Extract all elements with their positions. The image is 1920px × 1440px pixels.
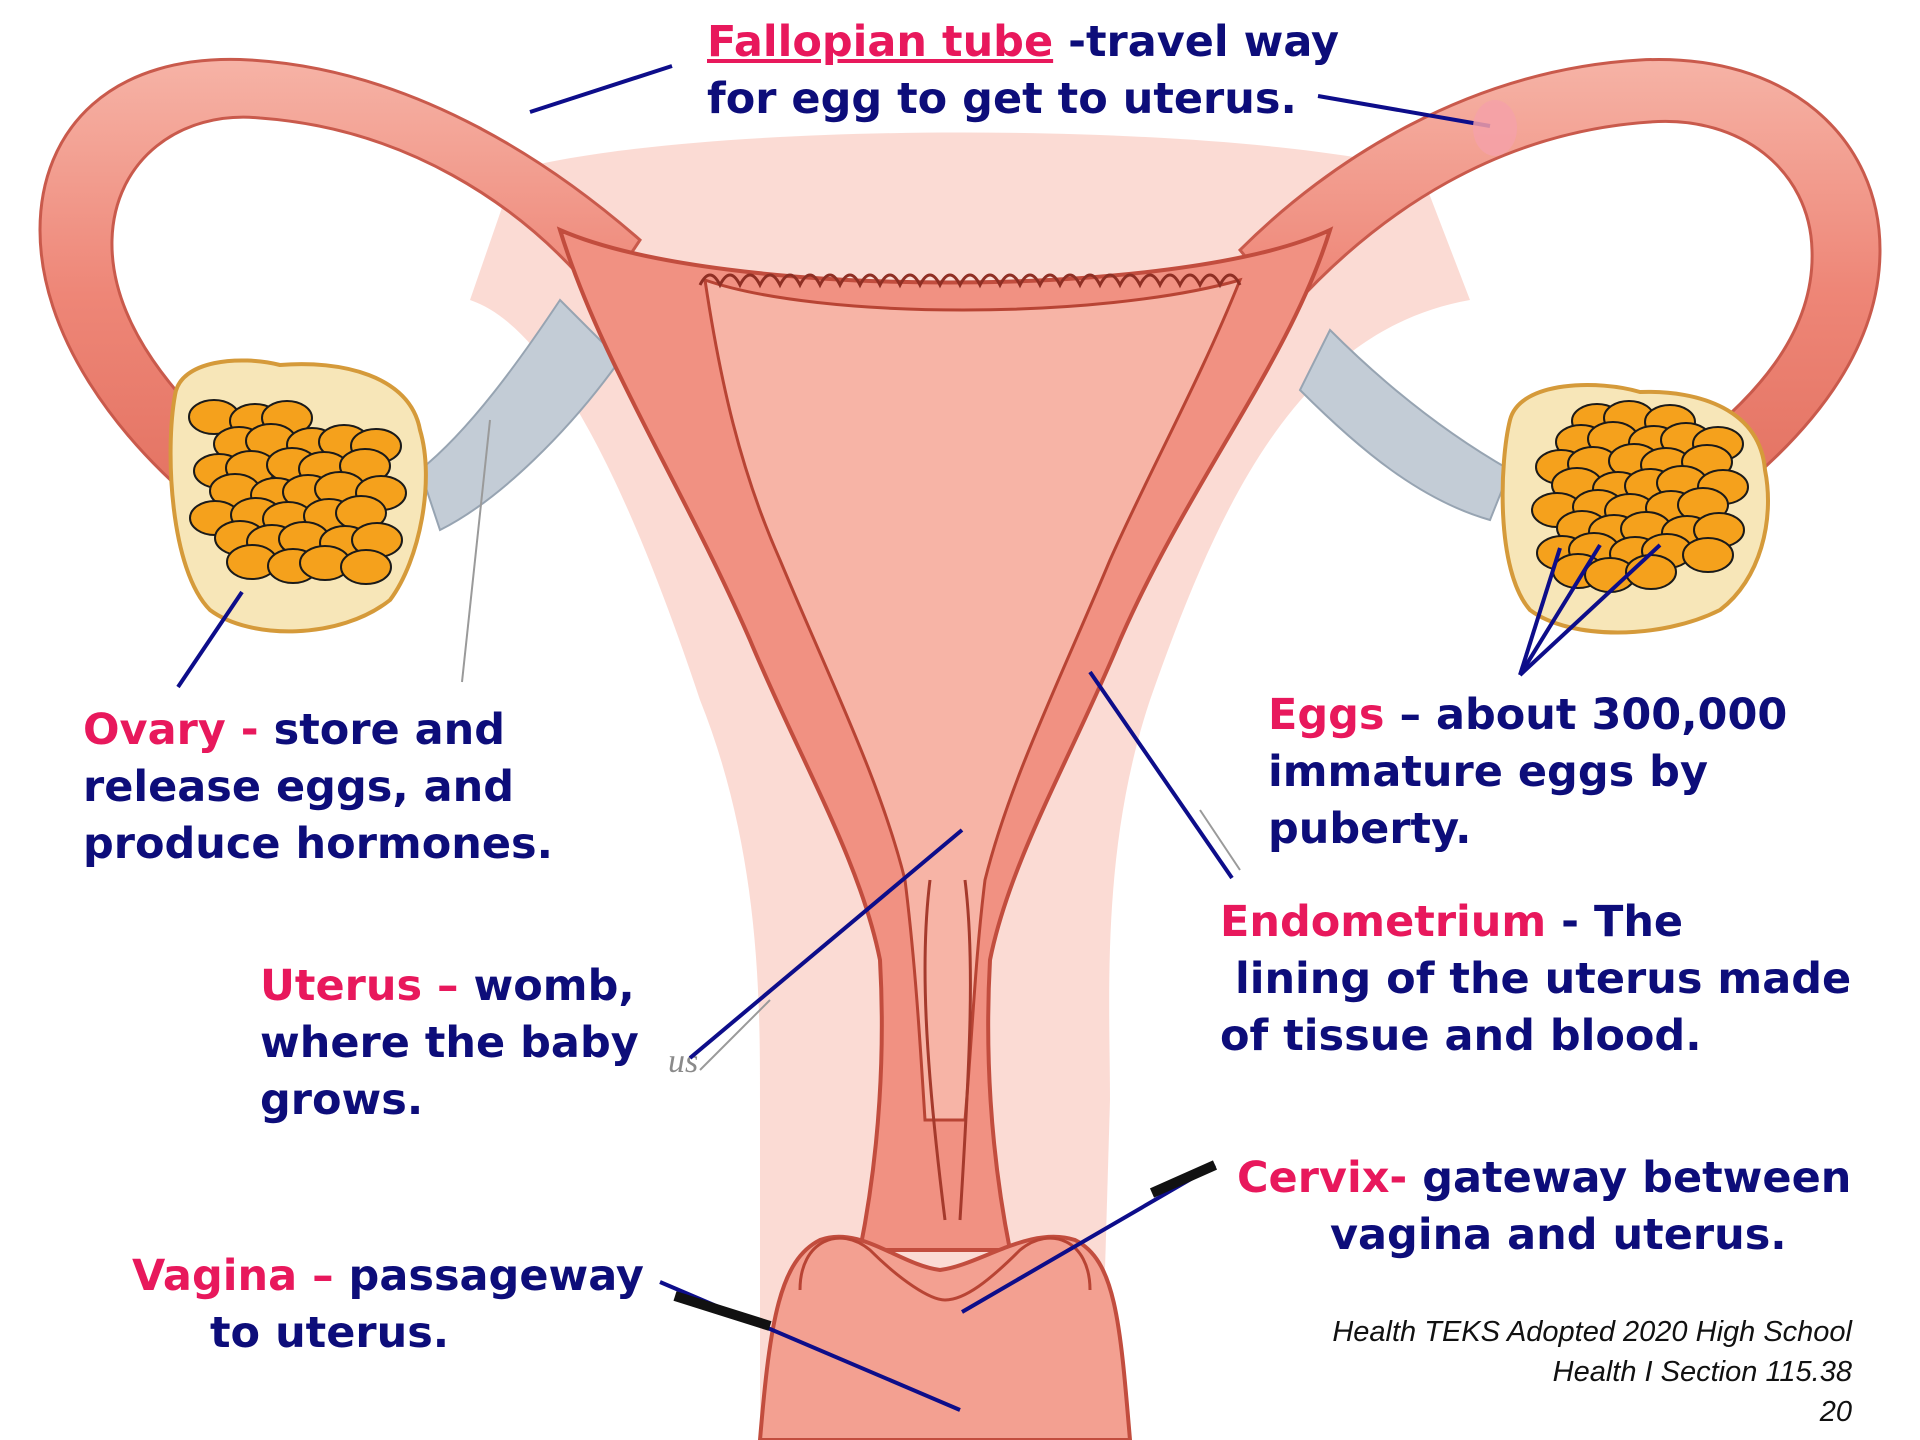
label-vagina: Vagina – passageway to uterus. bbox=[132, 1248, 644, 1362]
right-ovarian-ligament bbox=[1300, 330, 1510, 520]
uterus-desc-1: womb, bbox=[474, 961, 635, 1011]
uterus-desc-2: where the baby bbox=[260, 1015, 639, 1072]
uterus-term: Uterus – bbox=[260, 961, 474, 1011]
vagina-desc-1: passageway bbox=[349, 1251, 644, 1301]
uterus-desc-3: grows. bbox=[260, 1072, 639, 1129]
fallopian-tube-desc-1: -travel way bbox=[1053, 17, 1339, 67]
endometrium-desc-1: - The bbox=[1546, 897, 1683, 947]
eggs-desc-3: puberty. bbox=[1268, 801, 1787, 858]
vagina bbox=[760, 1237, 1130, 1440]
endometrium-desc-2: lining of the uterus made bbox=[1220, 951, 1851, 1008]
ovary-desc-1: store and bbox=[274, 705, 505, 755]
cervix-desc-1: gateway between bbox=[1422, 1153, 1851, 1203]
endometrium-term: Endometrium bbox=[1220, 897, 1546, 947]
eggs-desc-1: – about 300,000 bbox=[1385, 690, 1788, 740]
eggs-desc-2: immature eggs by bbox=[1268, 744, 1787, 801]
vagina-desc-2: to uterus. bbox=[132, 1305, 644, 1362]
label-cervix: Cervix- gateway between vagina and uteru… bbox=[1237, 1150, 1851, 1264]
vagina-pointer-bar bbox=[675, 1296, 770, 1326]
label-endometrium: Endometrium - The lining of the uterus m… bbox=[1220, 894, 1851, 1065]
vagina-term: Vagina – bbox=[132, 1251, 349, 1301]
endometrium-desc-3: of tissue and blood. bbox=[1220, 1008, 1851, 1065]
leader-fallopian-left bbox=[530, 66, 672, 112]
ovary-desc-3: produce hormones. bbox=[83, 816, 553, 873]
cervix-term: Cervix- bbox=[1237, 1153, 1422, 1203]
source-line-1: Health TEKS Adopted 2020 High School bbox=[1332, 1312, 1852, 1352]
grey-pointer-uterus bbox=[700, 1000, 770, 1070]
egg-33 bbox=[1683, 538, 1733, 572]
label-fallopian-tube: Fallopian tube -travel way for egg to ge… bbox=[707, 14, 1339, 128]
ovary-desc-2: release eggs, and bbox=[83, 759, 553, 816]
label-ovary: Ovary - store and release eggs, and prod… bbox=[83, 702, 553, 873]
faded-fragment: us bbox=[668, 1043, 698, 1080]
page-number: 20 bbox=[1332, 1392, 1852, 1432]
egg-32 bbox=[341, 550, 391, 584]
source-line-2: Health I Section 115.38 bbox=[1332, 1352, 1852, 1392]
fallopian-marker bbox=[1473, 100, 1517, 156]
label-uterus: Uterus – womb, where the baby grows. bbox=[260, 958, 639, 1129]
source-citation: Health TEKS Adopted 2020 High School Hea… bbox=[1332, 1312, 1852, 1432]
eggs-term: Eggs bbox=[1268, 690, 1385, 740]
fallopian-tube-term: Fallopian tube bbox=[707, 17, 1053, 67]
cervix-desc-2: vagina and uterus. bbox=[1237, 1207, 1851, 1264]
fallopian-tube-desc-2: for egg to get to uterus. bbox=[707, 71, 1339, 128]
ovary-term: Ovary - bbox=[83, 705, 274, 755]
label-eggs: Eggs – about 300,000 immature eggs by pu… bbox=[1268, 687, 1787, 858]
cervix-pointer-bar bbox=[1152, 1165, 1215, 1193]
